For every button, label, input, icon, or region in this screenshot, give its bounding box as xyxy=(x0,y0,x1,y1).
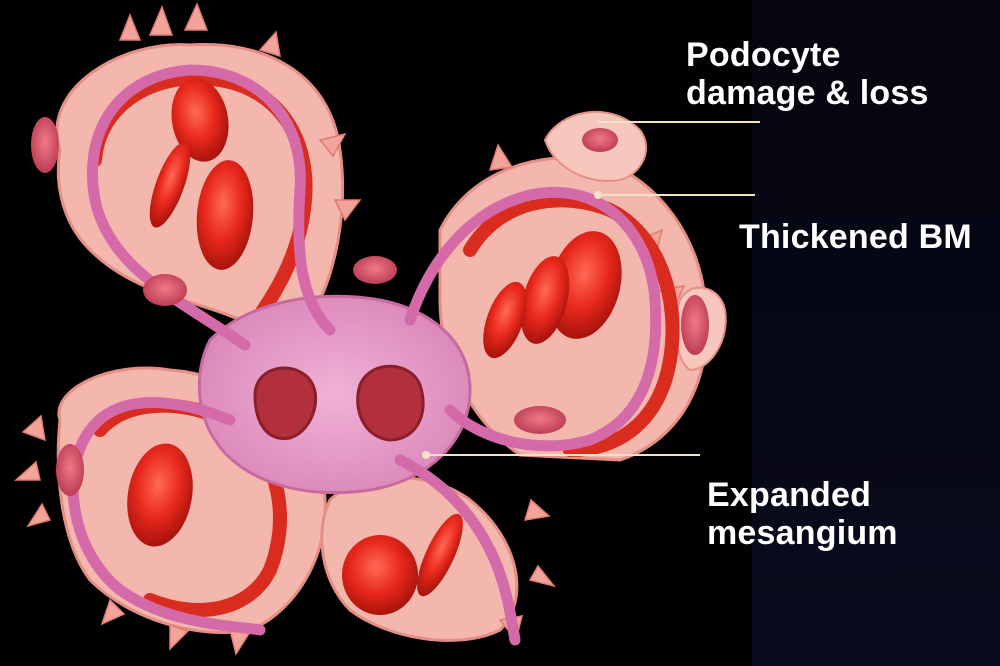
nucleus xyxy=(514,406,566,434)
red-blood-cell xyxy=(342,535,418,615)
nucleus xyxy=(681,295,709,355)
nucleus xyxy=(56,444,84,496)
nucleus xyxy=(353,256,397,284)
mesangium-label: Expanded mesangium xyxy=(707,476,898,552)
podocyte-label-line1: Podocyte xyxy=(686,36,929,74)
podocyte-label: Podocyte damage & loss xyxy=(686,36,929,112)
mesangium-label-line1: Expanded xyxy=(707,476,898,514)
podocyte-label-line2: damage & loss xyxy=(686,74,929,112)
mesangium-leader-dot xyxy=(422,451,430,459)
mesangium-label-line2: mesangium xyxy=(707,514,898,552)
nucleus xyxy=(31,117,59,173)
nucleus xyxy=(143,274,187,306)
nucleus xyxy=(582,128,618,152)
basement-membrane-label: Thickened BM xyxy=(739,218,972,256)
basement-membrane-label-text: Thickened BM xyxy=(739,218,972,256)
mesangium-matrix xyxy=(199,296,470,492)
bm-leader-dot xyxy=(594,191,602,199)
